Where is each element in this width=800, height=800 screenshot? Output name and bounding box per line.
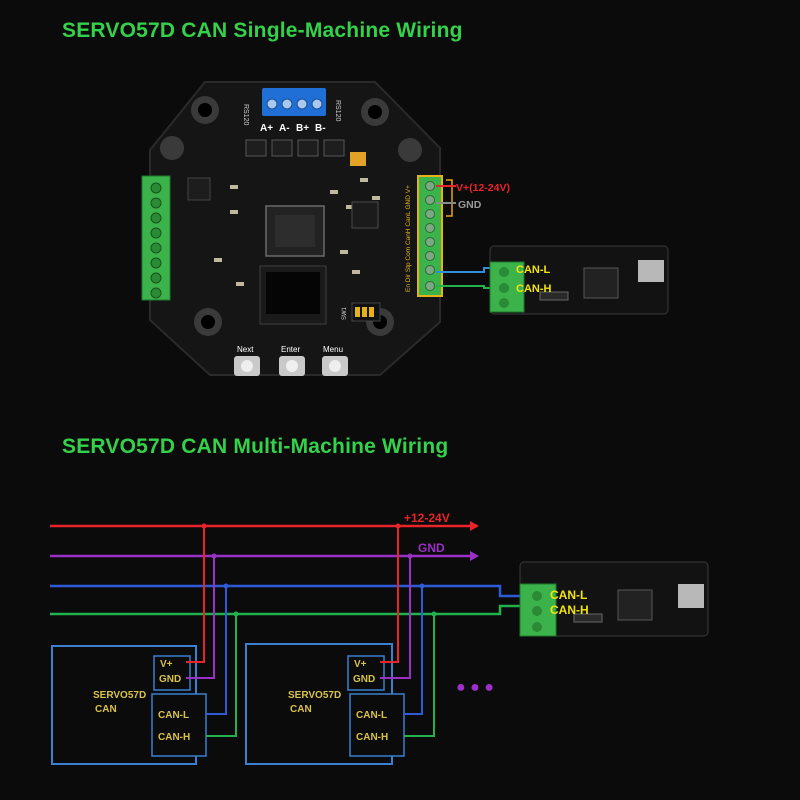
usb-can-adapter-2: [519, 561, 709, 637]
bus-pin-a-plus: A+: [260, 123, 273, 134]
bus-gnd-arrow: [470, 551, 479, 561]
driver-2-gnd: GND: [353, 674, 375, 685]
motor-terminal: [262, 88, 326, 116]
single-gnd-label: GND: [458, 199, 482, 211]
driver-2-canh: CAN-H: [356, 732, 388, 743]
bus-canh-line: [50, 604, 520, 616]
multi-canl-label: CAN-L: [550, 588, 587, 602]
driver-1-vplus: V+: [160, 659, 173, 670]
bus-pin-a-minus: A-: [279, 123, 290, 134]
multi-canh-label: CAN-H: [550, 603, 589, 617]
bus-gnd-label: GND: [418, 541, 445, 555]
capacitor: [350, 152, 366, 166]
bus-canl-line: [50, 584, 520, 598]
driver-1: [51, 526, 237, 765]
driver-1-sub: CAN: [95, 704, 117, 715]
multi-machine-title: SERVO57D CAN Multi-Machine Wiring: [62, 435, 449, 458]
mcu-die: [275, 215, 315, 247]
driver-2-sub: CAN: [290, 704, 312, 715]
button-next[interactable]: [234, 356, 260, 376]
servo-board: A+ A- B+ B- RS120 RS120: [141, 81, 443, 376]
right-terminal: [417, 175, 443, 297]
mosfet-row: [245, 139, 345, 157]
right-terminal-screws: [425, 181, 435, 291]
driver-2: [245, 526, 435, 765]
rs120-left-label: RS120: [242, 104, 249, 126]
button-enter[interactable]: [279, 356, 305, 376]
button-enter-label: Enter: [281, 345, 300, 354]
button-menu-label: Menu: [323, 345, 343, 354]
driver-chip: [351, 201, 379, 229]
bus-vplus-label: +12-24V: [404, 511, 450, 525]
right-terminal-pin-labels: En Dir Stp Com CanH CanL GND V+: [405, 185, 412, 292]
oled-screen: [266, 272, 320, 314]
single-machine-title: SERVO57D CAN Single-Machine Wiring: [62, 19, 463, 42]
sw1-label: SW1: [342, 306, 348, 320]
driver-1-gnd: GND: [159, 674, 181, 685]
left-terminal-screws: [150, 182, 162, 299]
regulator-chip: [187, 177, 211, 201]
driver-2-name: SERVO57D: [288, 690, 341, 701]
bus-junctions: [201, 523, 437, 617]
power-bracket: [446, 179, 453, 217]
single-canh-label: CAN-H: [516, 283, 551, 295]
motor-terminal-screws: [266, 98, 323, 110]
button-next-label: Next: [237, 345, 254, 354]
bus-pin-b-plus: B+: [296, 123, 309, 134]
driver-2-vplus: V+: [354, 659, 367, 670]
driver-1-canl: CAN-L: [158, 710, 189, 721]
more-drivers-ellipsis: ● ● ●: [456, 679, 494, 696]
rs120-right-label: RS120: [334, 100, 341, 122]
button-menu[interactable]: [322, 356, 348, 376]
single-canl-label: CAN-L: [516, 264, 550, 276]
bus-power-arrow: [470, 521, 479, 531]
bus-pin-b-minus: B-: [315, 123, 326, 134]
dip-switch-levers: [355, 307, 374, 317]
driver-1-canh: CAN-H: [158, 732, 190, 743]
driver-1-name: SERVO57D: [93, 690, 146, 701]
usb-can-adapter-1: [489, 245, 669, 315]
driver-2-canl: CAN-L: [356, 710, 387, 721]
single-vplus-label: V+(12-24V): [456, 182, 510, 194]
